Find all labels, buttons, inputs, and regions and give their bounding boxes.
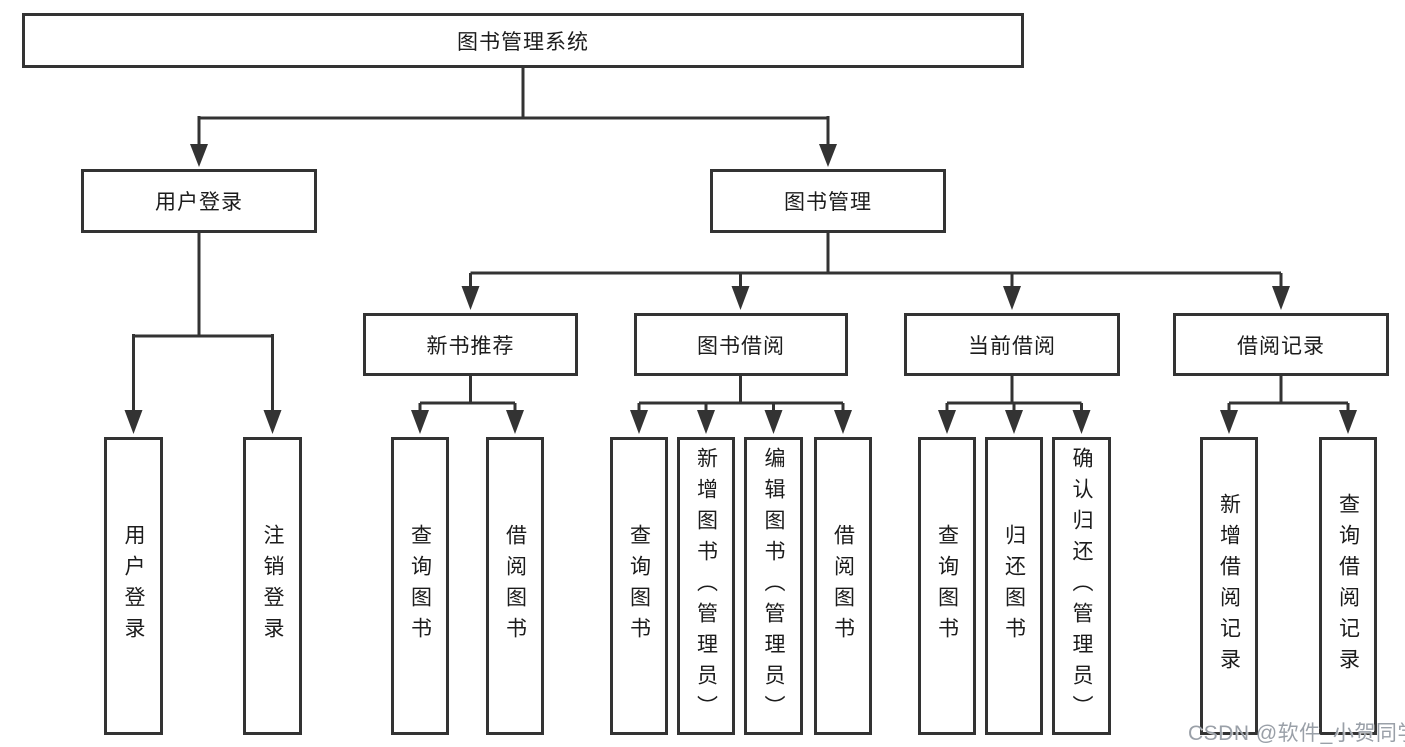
node-current-borrowing: 当前借阅 [904,313,1120,376]
leaf-borrow-books-2-label: 借阅图书 [831,524,855,648]
leaf-query-books-2: 查询图书 [610,437,668,735]
leaf-logout-label: 注销登录 [261,524,284,648]
node-book-management: 图书管理 [710,169,946,233]
leaf-borrow-books-1-label: 借阅图书 [503,524,527,648]
leaf-logout: 注销登录 [243,437,302,735]
leaf-query-books-2-label: 查询图书 [627,524,651,648]
leaf-user-login-label: 用户登录 [122,524,145,648]
csdn-watermark: CSDN @软件_小贺同学 [1188,722,1405,745]
leaf-query-borrow-record-label: 查询借阅记录 [1336,493,1360,679]
leaf-query-books-3: 查询图书 [918,437,976,735]
leaf-borrow-books-2: 借阅图书 [814,437,872,735]
leaf-add-borrow-record-label: 新增借阅记录 [1217,493,1241,679]
leaf-add-books-admin: 新增图书（管理员） [677,437,735,735]
leaf-query-borrow-record: 查询借阅记录 [1319,437,1377,735]
node-book-management-label: 图书管理 [784,191,872,214]
node-current-borrowing-label: 当前借阅 [968,334,1056,358]
leaf-edit-books-admin-label: 编辑图书（管理员） [762,446,785,726]
leaf-add-books-admin-label: 新增图书（管理员） [694,446,718,726]
node-new-book-recommend-label: 新书推荐 [426,334,515,358]
leaf-confirm-return-admin-label: 确认归还（管理员） [1070,446,1093,726]
node-root: 图书管理系统 [22,13,1024,68]
leaf-confirm-return-admin: 确认归还（管理员） [1052,437,1111,735]
node-borrowing-records: 借阅记录 [1173,313,1389,376]
leaf-query-books-1: 查询图书 [391,437,449,735]
node-user-login: 用户登录 [81,169,317,233]
leaf-query-books-1-label: 查询图书 [408,524,432,648]
node-borrowing-records-label: 借阅记录 [1237,334,1325,358]
leaf-query-books-3-label: 查询图书 [935,524,959,648]
leaf-user-login: 用户登录 [104,437,163,735]
leaf-return-books: 归还图书 [985,437,1043,735]
node-book-borrowing-label: 图书借阅 [697,334,785,358]
node-book-borrowing: 图书借阅 [634,313,848,376]
leaf-edit-books-admin: 编辑图书（管理员） [744,437,803,735]
leaf-return-books-label: 归还图书 [1002,524,1026,648]
node-new-book-recommend: 新书推荐 [363,313,578,376]
leaf-add-borrow-record: 新增借阅记录 [1200,437,1258,735]
node-user-login-label: 用户登录 [155,191,243,214]
leaf-borrow-books-1: 借阅图书 [486,437,544,735]
node-root-label: 图书管理系统 [457,30,589,54]
